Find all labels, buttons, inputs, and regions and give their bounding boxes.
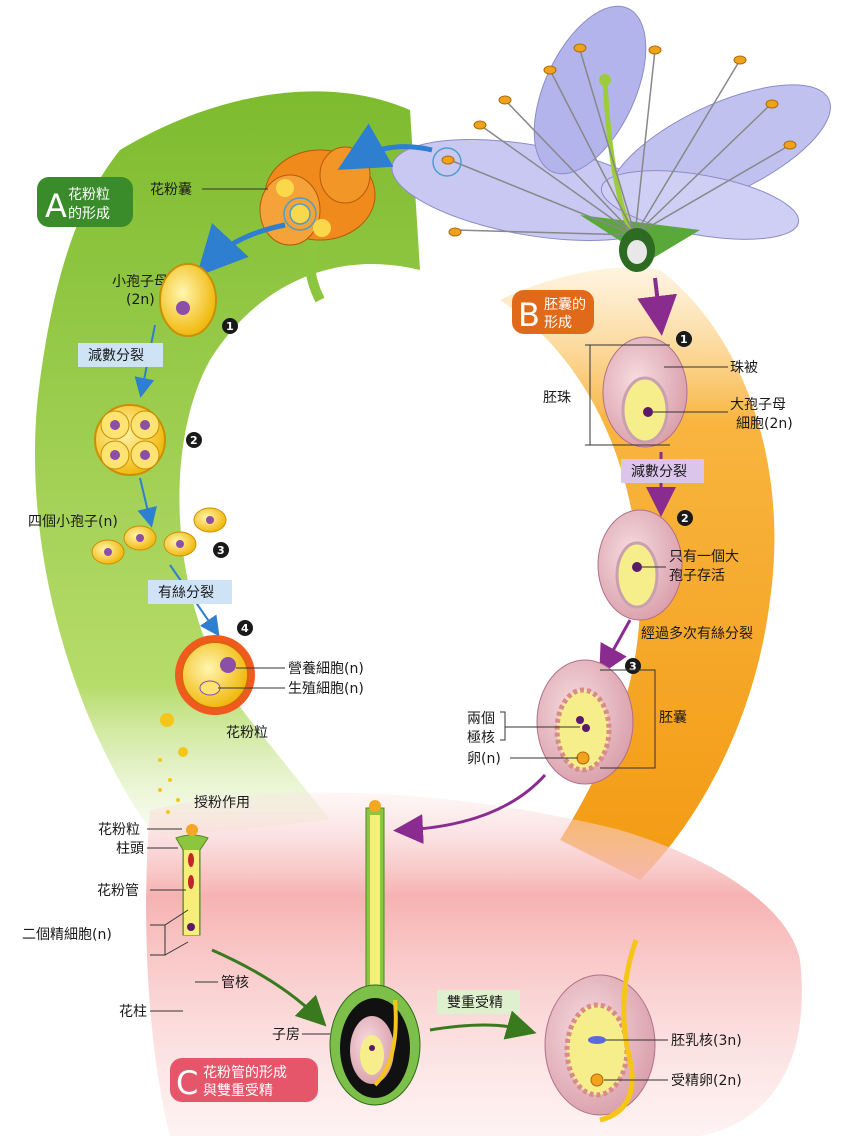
meiosis-a-box: 減數分裂 — [88, 347, 144, 364]
sperm-cells-label: 二個精細胞(n) — [22, 927, 112, 943]
four-microspores-label: 四個小孢子(n) — [28, 514, 118, 530]
pollen-on-stigma-label: 花粉粒 — [98, 822, 140, 838]
ovary-label: 子房 — [272, 1027, 300, 1043]
stigma-label: 柱頭 — [116, 841, 144, 857]
section-c-letter: C — [176, 1064, 198, 1102]
section-c-title-line2: 與雙重受精 — [203, 1083, 273, 1099]
step-b3: 3 — [629, 660, 637, 673]
ovule-stage-1 — [603, 337, 687, 447]
polar-nuclei-label-2: 極核 — [467, 730, 495, 746]
tube-nucleus-label: 管核 — [221, 975, 249, 991]
step-a1: 1 — [226, 320, 234, 333]
style-label: 花柱 — [119, 1004, 147, 1020]
section-b-title-line1: 胚囊的 — [544, 296, 586, 313]
double-fertilization-box: 雙重受精 — [447, 995, 503, 1011]
tube-cell-label: 營養細胞(n) — [288, 660, 364, 677]
microspore-mother-label-2: (2n) — [126, 292, 155, 308]
polar-nuclei-label-1: 兩個 — [467, 711, 495, 727]
step-a3: 3 — [217, 544, 225, 557]
step-a2: 2 — [190, 434, 198, 447]
pollen-grain-label: 花粉粒 — [226, 725, 268, 741]
one-megaspore-label-2: 孢子存活 — [669, 568, 725, 584]
section-c-title-line1: 花粉管的形成 — [203, 1065, 287, 1081]
one-megaspore-label-1: 只有一個大 — [669, 549, 739, 565]
section-b-title-line2: 形成 — [544, 315, 572, 331]
step-b1: 1 — [680, 333, 688, 346]
megaspore-mother-label-1: 大孢子母 — [730, 397, 786, 413]
ovule-label: 胚珠 — [543, 390, 571, 406]
meiosis-b-box: 減數分裂 — [631, 463, 687, 480]
egg-label: 卵(n) — [467, 751, 501, 767]
mature-pollen-grain — [175, 635, 255, 715]
embryo-sac-label: 胚囊 — [659, 709, 687, 726]
section-a-title-line2: 的形成 — [68, 206, 110, 222]
pollination-label: 授粉作用 — [194, 795, 250, 811]
arrow-b-2 — [605, 620, 630, 665]
multiple-mitosis-label: 經過多次有絲分裂 — [641, 625, 753, 642]
section-c-badge: C 花粉管的形成 與雙重受精 — [170, 1058, 318, 1102]
section-b-letter: B — [518, 296, 540, 334]
tetrad-cell — [95, 405, 165, 475]
generative-cell-label: 生殖細胞(n) — [288, 680, 364, 697]
flower-illustration — [384, 0, 847, 272]
integument-label: 珠被 — [730, 360, 758, 376]
megaspore-mother-label-2: 細胞(2n) — [736, 416, 793, 432]
section-a-title-line1: 花粉粒 — [68, 187, 110, 203]
section-a-badge: A 花粉粒 的形成 — [37, 177, 133, 227]
ovule-stage-2 — [598, 510, 682, 620]
endosperm-nucleus-label: 胚乳核(3n) — [671, 1033, 742, 1049]
step-a4: 4 — [241, 622, 249, 635]
ovule-stage-3 — [537, 660, 633, 784]
section-a-letter: A — [45, 187, 67, 225]
microspore-mother-cell — [160, 264, 216, 336]
mitosis-box: 有絲分裂 — [158, 585, 214, 601]
pollen-tube-label: 花粉管 — [97, 883, 139, 899]
section-b-badge: B 胚囊的 形成 — [512, 290, 594, 334]
zygote-label: 受精卵(2n) — [671, 1073, 742, 1089]
anther-label: 花粉囊 — [150, 181, 192, 198]
step-b2: 2 — [681, 512, 689, 525]
